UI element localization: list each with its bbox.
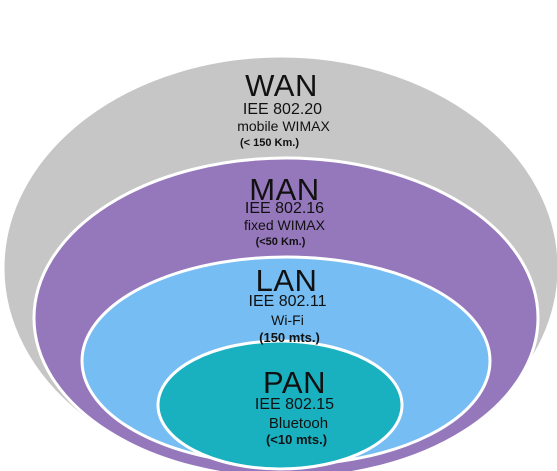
pan-ring — [156, 339, 404, 471]
man-technology: fixed WIMAX — [244, 217, 325, 233]
wan-technology: mobile WIMAX — [237, 118, 330, 134]
man-standard: IEE 802.16 — [244, 200, 325, 217]
lan-range: (150 mts.) — [259, 330, 320, 345]
pan-range: (<10 mts.) — [265, 432, 328, 447]
pan-technology: Bluetooh — [268, 415, 329, 432]
pan-standard: IEE 802.15 — [254, 396, 335, 413]
wan-range: (< 150 Km.) — [240, 137, 299, 149]
wan-title: WAN — [245, 68, 318, 103]
wan-standard: IEE 802.20 — [242, 101, 323, 118]
pan-title: PAN — [263, 365, 326, 400]
lan-standard: IEE 802.11 — [248, 293, 327, 310]
man-range: (<50 Km.) — [255, 236, 306, 248]
lan-technology: Wi-Fi — [271, 312, 304, 328]
lan-title: LAN — [255, 263, 318, 298]
man-title: MAN — [249, 172, 320, 207]
